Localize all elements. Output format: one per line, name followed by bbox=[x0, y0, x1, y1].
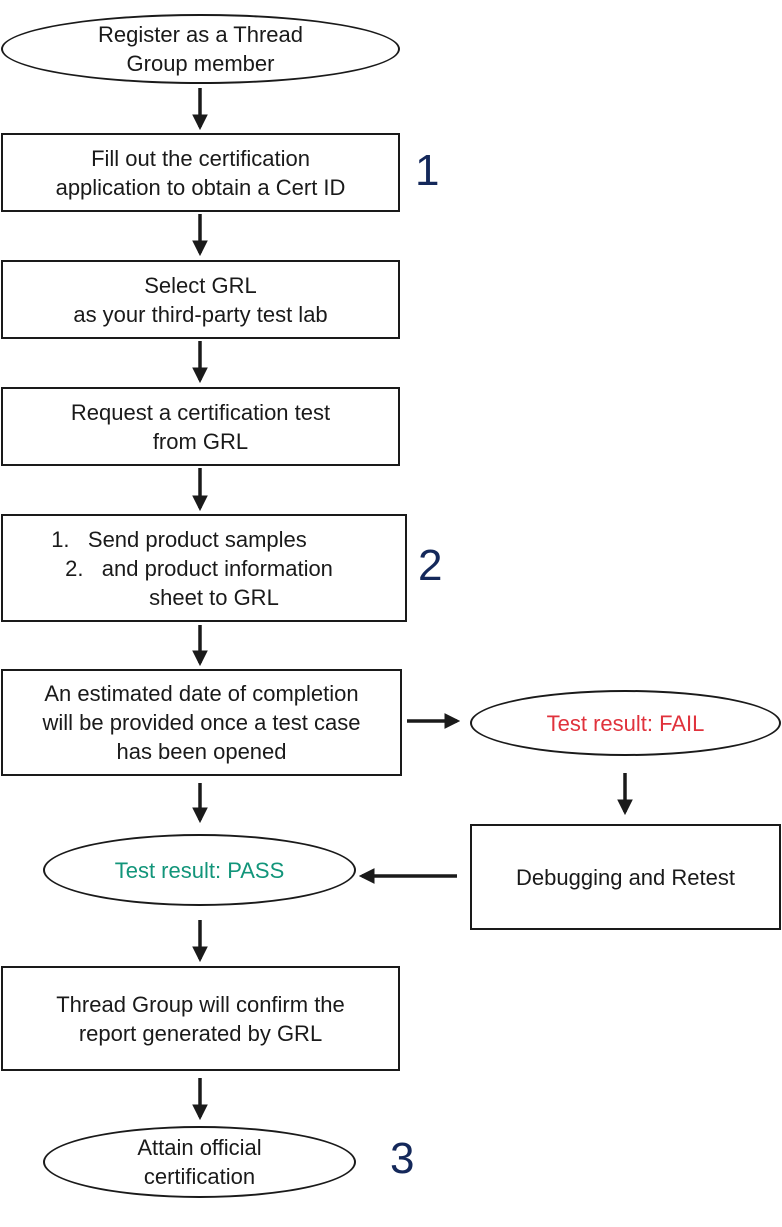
test-fail-label: Test result: FAIL bbox=[546, 710, 705, 736]
send-samples-marker-2: 2. bbox=[65, 555, 84, 581]
request-test-line-2: from GRL bbox=[152, 428, 249, 454]
stage-number-2: 2 bbox=[418, 541, 443, 590]
fill-application-box: Fill out the certification application t… bbox=[1, 133, 400, 212]
request-test-line-1: Request a certification test bbox=[70, 399, 331, 425]
confirm-report-box: Thread Group will confirm the report gen… bbox=[1, 966, 400, 1071]
select-grl-line-1: Select GRL bbox=[144, 272, 257, 298]
attain-cert-line-1: Attain official bbox=[137, 1135, 262, 1160]
send-samples-item-1: 1. Send product samples bbox=[51, 525, 307, 554]
fill-application-line-1: Fill out the certification bbox=[91, 145, 310, 171]
debugging-box: Debugging and Retest bbox=[470, 824, 781, 930]
request-test-box: Request a certification test from GRL bbox=[1, 387, 400, 466]
estimated-date-line-2: will be provided once a test case bbox=[42, 710, 361, 735]
attain-cert-line-2: certification bbox=[143, 1164, 256, 1189]
stage-number-1: 1 bbox=[415, 146, 440, 195]
confirm-report-line-1: Thread Group will confirm the bbox=[56, 991, 345, 1017]
attain-cert-oval: Attain official certification bbox=[43, 1126, 356, 1198]
send-samples-marker-1: 1. bbox=[51, 526, 70, 552]
send-samples-continuation: sheet to GRL bbox=[149, 584, 279, 610]
debugging-label: Debugging and Retest bbox=[516, 864, 735, 890]
test-pass-label: Test result: PASS bbox=[114, 857, 285, 883]
register-line-2: Group member bbox=[126, 51, 275, 76]
send-samples-item-2: 2. and product information bbox=[65, 554, 333, 583]
select-grl-line-2: as your third-party test lab bbox=[73, 301, 328, 327]
estimated-date-line-1: An estimated date of completion bbox=[44, 681, 359, 706]
confirm-report-line-2: report generated by GRL bbox=[78, 1020, 323, 1046]
select-grl-box: Select GRL as your third-party test lab bbox=[1, 260, 400, 339]
fill-application-line-2: application to obtain a Cert ID bbox=[55, 174, 346, 200]
estimated-date-box: An estimated date of completion will be … bbox=[1, 669, 402, 776]
register-oval: Register as a Thread Group member bbox=[1, 14, 400, 84]
send-samples-text-1: Send product samples bbox=[87, 526, 307, 552]
register-line-1: Register as a Thread bbox=[97, 22, 304, 47]
test-fail-oval: Test result: FAIL bbox=[470, 690, 781, 756]
stage-number-3: 3 bbox=[390, 1134, 415, 1183]
estimated-date-line-3: has been opened bbox=[116, 739, 287, 764]
send-samples-box: 1. Send product samples 2. and product i… bbox=[1, 514, 407, 622]
test-pass-oval: Test result: PASS bbox=[43, 834, 356, 906]
send-samples-text-2: and product information bbox=[101, 555, 333, 581]
